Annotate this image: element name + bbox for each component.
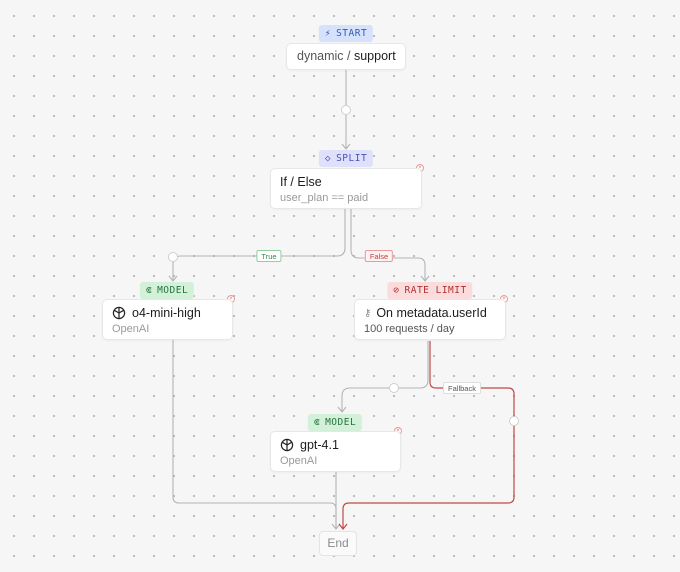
lightning-icon: ⚡ (324, 28, 332, 39)
split-node[interactable]: If / Else user_plan == paid (270, 168, 422, 209)
edge-label-true: True (256, 250, 282, 262)
split-tag: ◇ SPLIT (318, 150, 374, 167)
model-b-provider: OpenAI (280, 455, 318, 467)
model-icon: ⋐ (313, 417, 321, 428)
start-node-prefix: dynamic (297, 49, 344, 63)
edge-split-false (350, 209, 426, 280)
rate-limit-tag-label: RATE LIMIT (404, 285, 467, 296)
start-tag: ⚡ START (318, 25, 374, 42)
model-icon: ⋐ (145, 285, 153, 296)
split-tag-label: SPLIT (336, 153, 368, 164)
edge-rate-to-model-b (341, 341, 429, 411)
edge-handle (509, 416, 519, 426)
rate-limit-title: On metadata.userId (376, 306, 487, 320)
rate-limit-tag: ⊘ RATE LIMIT (387, 282, 473, 299)
edge-handles (168, 105, 519, 426)
rate-limit-node[interactable]: ⚷ On metadata.userId 100 requests / day (354, 299, 506, 340)
model-a-node[interactable]: o4-mini-high OpenAI (102, 299, 233, 340)
edge-handle (389, 383, 399, 393)
model-b-node[interactable]: gpt-4.1 OpenAI (270, 431, 401, 472)
key-icon: ⚷ (364, 307, 372, 319)
start-node[interactable]: dynamic / support (286, 43, 406, 70)
model-a-tag-label: MODEL (157, 285, 189, 296)
model-a-name: o4-mini-high (132, 306, 201, 320)
start-node-separator: / (343, 49, 354, 63)
split-title: If / Else (280, 175, 322, 189)
stop-circle-icon: ⊘ (393, 285, 400, 296)
edge-handle (341, 105, 351, 115)
end-node[interactable]: End (319, 531, 357, 556)
arrowheads (168, 143, 430, 530)
openai-logo-icon (112, 306, 126, 320)
edge-split-true (172, 209, 346, 280)
start-tag-label: START (336, 28, 368, 39)
model-a-provider: OpenAI (112, 323, 150, 335)
split-condition: user_plan == paid (280, 192, 369, 204)
start-node-name: support (353, 49, 396, 63)
edge-fallback (342, 341, 515, 528)
model-b-tag-label: MODEL (325, 417, 357, 428)
model-a-tag: ⋐ MODEL (139, 282, 195, 299)
diamond-icon: ◇ (324, 153, 332, 164)
edge-label-fallback: Fallback (443, 382, 481, 394)
openai-logo-icon (280, 438, 294, 452)
edge-handle (168, 252, 178, 262)
rate-limit-limit: 100 requests / day (364, 323, 455, 335)
model-b-tag: ⋐ MODEL (307, 414, 363, 431)
model-b-name: gpt-4.1 (300, 438, 339, 452)
edge-label-false: False (364, 250, 394, 262)
